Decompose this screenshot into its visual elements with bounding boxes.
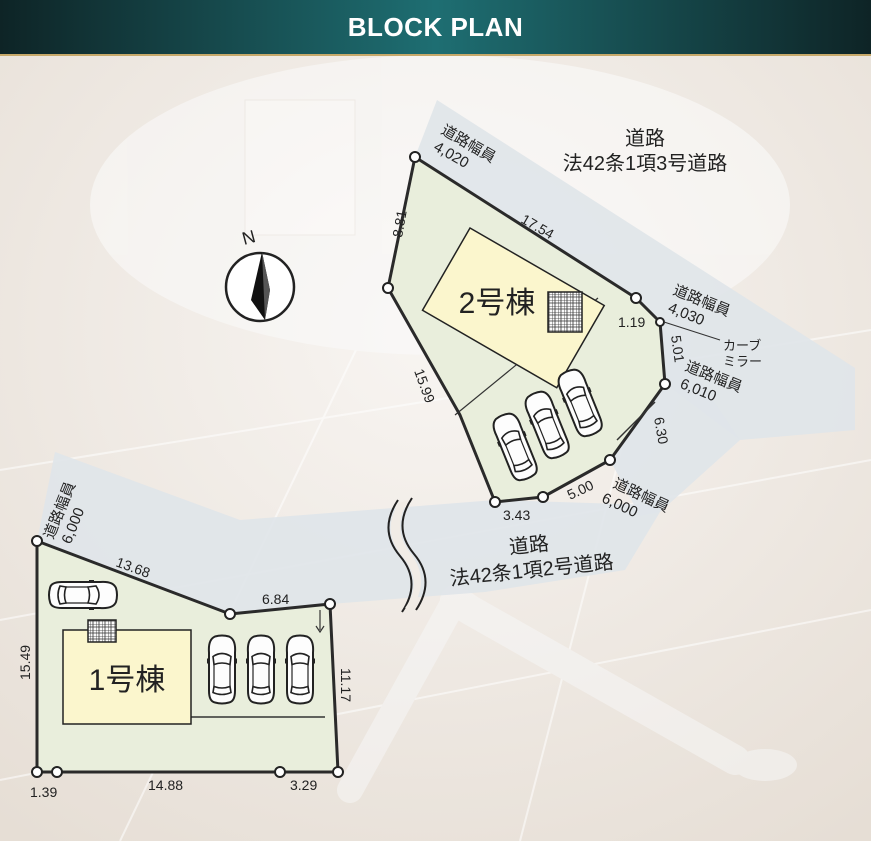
house-1-footprint xyxy=(62,629,192,725)
svg-text:1.39: 1.39 xyxy=(30,784,57,800)
solar-panel-2 xyxy=(547,291,583,333)
svg-text:11.17: 11.17 xyxy=(338,668,354,702)
compass-label: N xyxy=(240,226,258,249)
boundary-markers xyxy=(31,151,671,778)
svg-text:道路: 道路 xyxy=(508,532,550,559)
svg-text:3.29: 3.29 xyxy=(290,777,317,793)
solar-panel-1 xyxy=(87,619,117,643)
svg-text:8.81: 8.81 xyxy=(389,209,410,239)
house-2-label: 2号棟 xyxy=(459,287,536,320)
header-banner: BLOCK PLAN xyxy=(0,0,871,56)
svg-text:3.43: 3.43 xyxy=(503,507,530,523)
road-bottom xyxy=(37,452,660,614)
house-1-label: 1号棟 xyxy=(89,664,166,697)
road-right xyxy=(610,298,740,516)
svg-text:6.30: 6.30 xyxy=(651,416,672,446)
svg-text:道路: 道路 xyxy=(625,127,665,150)
block-plan-diagram: N 道路 法42条1項3号道路 道路 法42条1項2号道路 道路幅員 4,020… xyxy=(0,56,871,841)
svg-text:ミラー: ミラー xyxy=(723,354,762,369)
svg-text:14.88: 14.88 xyxy=(148,777,183,793)
house-2-footprint xyxy=(421,226,606,389)
curve-mirror: カーブ ミラー xyxy=(663,321,762,369)
lot-1-dimensions: 13.68 6.84 11.17 15.49 1.39 14.88 3.29 xyxy=(17,554,354,800)
svg-text:15.49: 15.49 xyxy=(17,645,33,680)
svg-text:6.84: 6.84 xyxy=(262,591,289,607)
road-top xyxy=(415,100,855,440)
road-top-label: 道路 法42条1項3号道路 xyxy=(563,127,728,175)
svg-text:1.19: 1.19 xyxy=(618,314,645,330)
page-title: BLOCK PLAN xyxy=(347,12,524,42)
north-arrow-icon: N xyxy=(224,226,296,323)
svg-text:法42条1項3号道路: 法42条1項3号道路 xyxy=(563,152,728,175)
svg-text:カーブ: カーブ xyxy=(723,338,761,353)
svg-text:5.01: 5.01 xyxy=(668,334,688,363)
